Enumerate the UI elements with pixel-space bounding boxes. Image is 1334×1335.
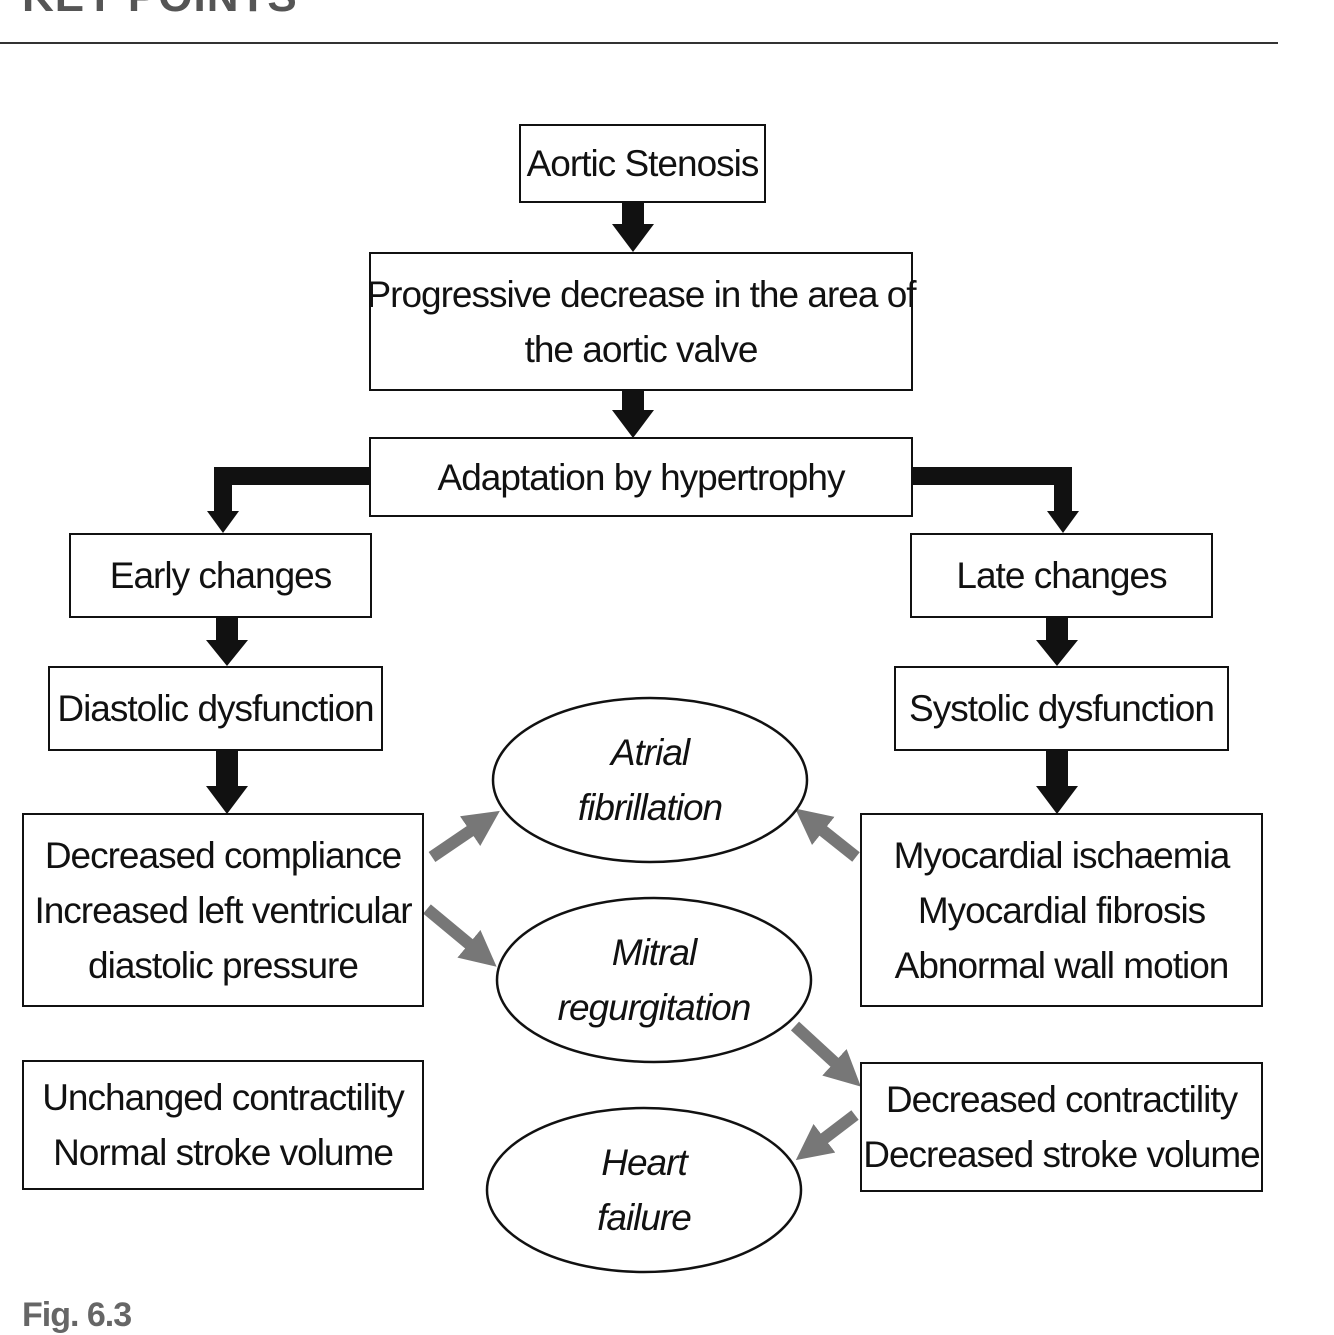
node-text: Unchanged contractility	[42, 1077, 405, 1118]
node-text: Mitral	[611, 932, 697, 973]
node-systolic-dysfunction: Systolic dysfunction	[894, 666, 1229, 751]
arrow-mr-to-contractility	[790, 1021, 861, 1087]
oval-atrial-fibrillation-shape	[491, 696, 809, 864]
node-text: failure	[597, 1197, 692, 1238]
arrow-stenosis-to-decrease	[612, 202, 654, 252]
node-text: diastolic pressure	[88, 944, 359, 986]
arrow-compliance-to-mr	[423, 904, 497, 967]
arrow-late-to-systolic	[1036, 617, 1078, 666]
node-text: Decreased stroke volume	[863, 1134, 1261, 1175]
node-decreased-compliance: Decreased compliance Increased left vent…	[22, 813, 424, 1007]
node-text: Heart	[601, 1142, 687, 1183]
oval-heart-failure-shape	[485, 1106, 803, 1274]
node-decreased-contractility: Decreased contractility Decreased stroke…	[860, 1062, 1263, 1192]
node-unchanged-contractility: Unchanged contractility Normal stroke vo…	[22, 1060, 424, 1190]
node-heart-failure: Heart failure	[487, 1108, 801, 1272]
arrow-compliance-to-af	[428, 810, 500, 862]
section-heading: KEY POINTS	[22, 0, 298, 22]
arrow-diastolic-to-compliance	[206, 750, 248, 814]
node-text: Atrial	[610, 732, 690, 773]
arrow-adaptation-to-late	[912, 467, 1079, 533]
node-text: fibrillation	[577, 787, 723, 828]
node-atrial-fibrillation: Atrial fibrillation	[493, 698, 807, 862]
node-progressive-decrease: Progressive decrease in the area of the …	[366, 252, 917, 391]
node-text: Increased left ventricular	[34, 889, 412, 931]
node-text: Early changes	[109, 555, 332, 596]
node-text: Myocardial ischaemia	[893, 834, 1231, 876]
node-text: Diastolic dysfunction	[57, 688, 374, 729]
node-late-changes: Late changes	[910, 533, 1213, 618]
arrow-systolic-to-myocardial	[1036, 750, 1078, 814]
arrow-contractility-to-hf	[795, 1110, 859, 1161]
node-text: Decreased contractility	[885, 1079, 1238, 1120]
node-text: Myocardial fibrosis	[917, 889, 1206, 931]
node-text: regurgitation	[557, 987, 752, 1028]
node-text: Adaptation by hypertrophy	[437, 456, 846, 498]
node-text: Aortic Stenosis	[526, 143, 760, 184]
arrow-myocardial-to-af	[795, 808, 860, 862]
figure-caption: Fig. 6.3	[22, 1296, 132, 1334]
node-diastolic-dysfunction: Diastolic dysfunction	[48, 666, 383, 751]
arrow-early-to-diastolic	[206, 617, 248, 666]
node-text: Systolic dysfunction	[909, 688, 1215, 729]
node-text: Decreased compliance	[44, 834, 402, 876]
arrow-adaptation-to-early	[207, 467, 372, 533]
node-text: Normal stroke volume	[53, 1132, 394, 1173]
oval-mitral-regurgitation-shape	[495, 896, 813, 1064]
node-aortic-stenosis: Aortic Stenosis	[519, 124, 766, 203]
node-early-changes: Early changes	[69, 533, 372, 618]
node-adaptation-by-hypertrophy: Adaptation by hypertrophy	[369, 437, 913, 517]
node-myocardial: Myocardial ischaemia Myocardial fibrosis…	[860, 813, 1263, 1007]
node-mitral-regurgitation: Mitral regurgitation	[497, 898, 811, 1062]
heading-rule	[0, 42, 1278, 44]
arrow-decrease-to-adaptation	[612, 390, 654, 438]
node-text: the aortic valve	[524, 328, 759, 370]
node-text: Progressive decrease in the area of	[366, 273, 916, 315]
node-text: Abnormal wall motion	[894, 944, 1230, 986]
node-text: Late changes	[956, 555, 1167, 596]
